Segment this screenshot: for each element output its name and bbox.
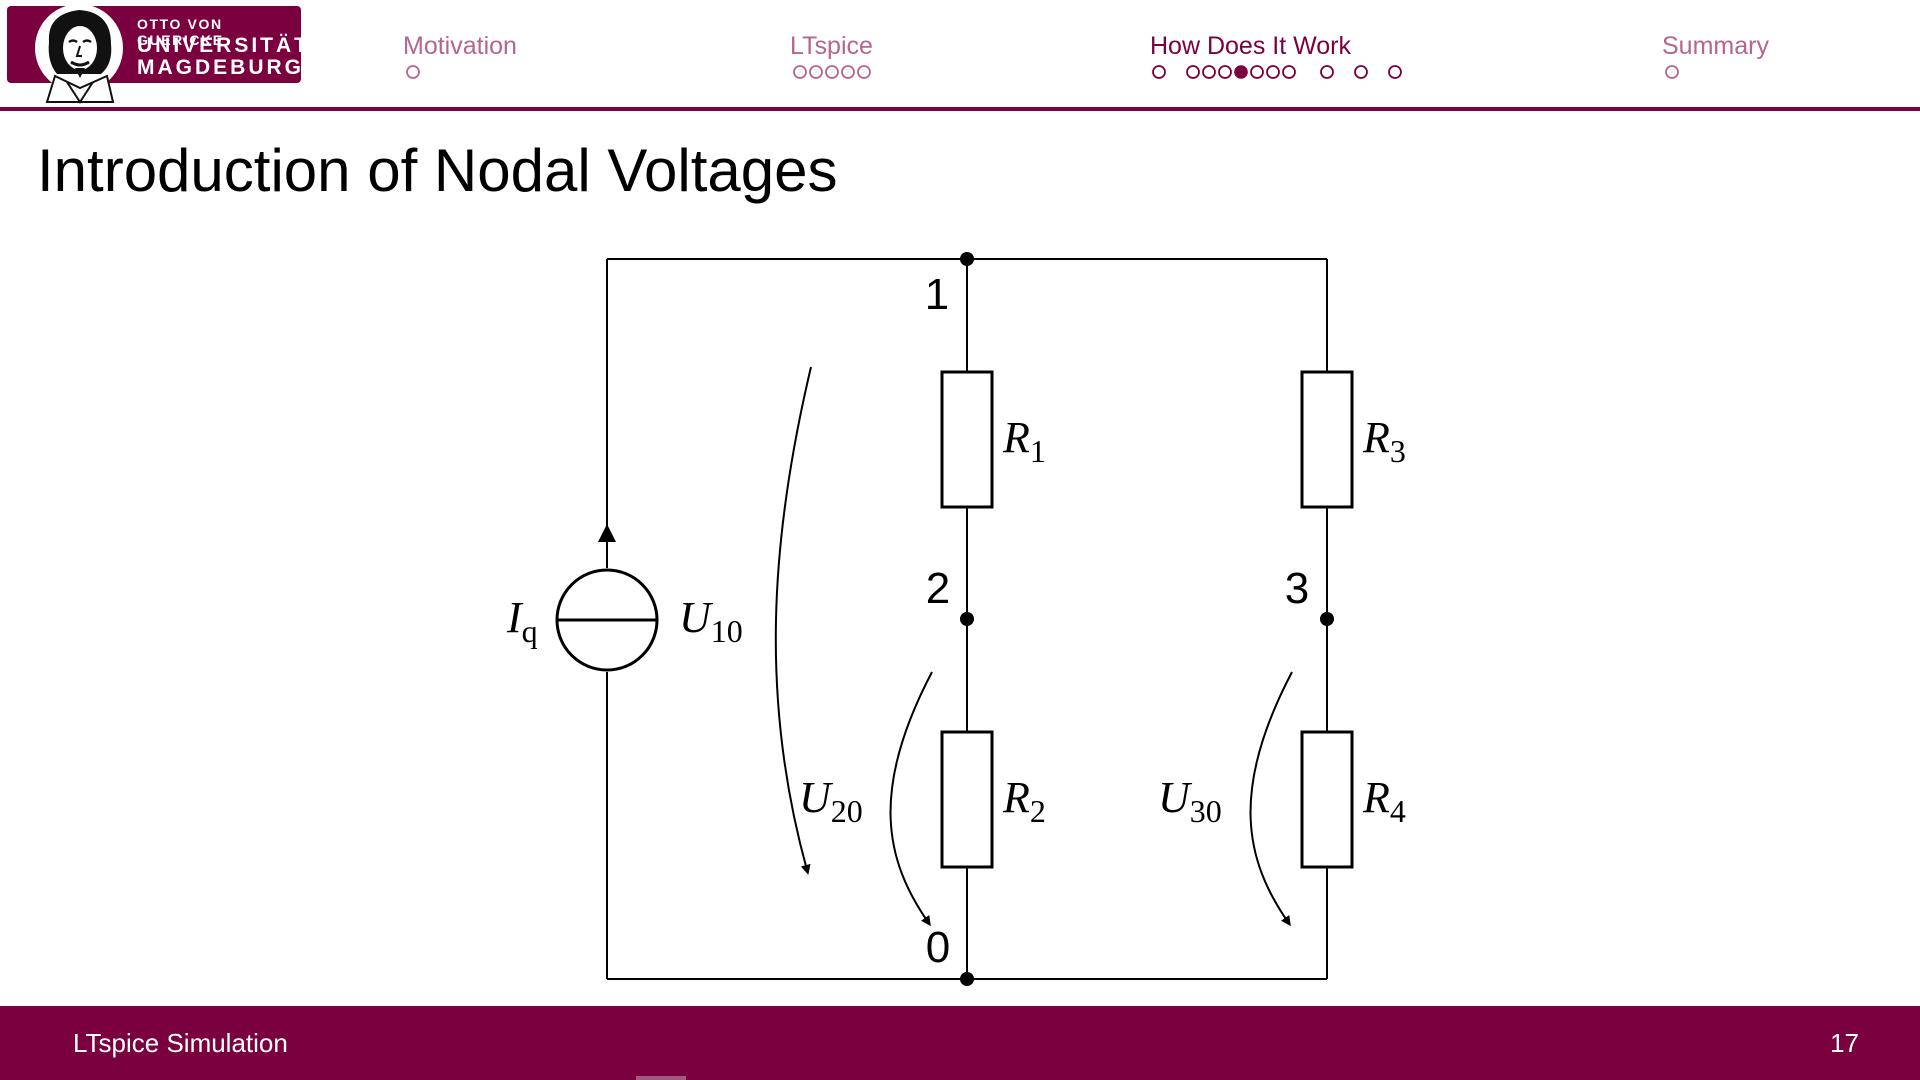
resistor-r4[interactable] bbox=[1300, 730, 1354, 869]
nav-dots-ltspice[interactable] bbox=[792, 64, 876, 80]
voltage-label-u20: U20 bbox=[799, 773, 863, 829]
logo-line-2: UNIVERSITÄT bbox=[137, 34, 311, 57]
node-label-1: 1 bbox=[925, 270, 949, 319]
node-label-0: 0 bbox=[926, 923, 950, 972]
node-dot-3 bbox=[1320, 612, 1334, 626]
resistor-r2[interactable] bbox=[940, 730, 994, 869]
node-dot-2 bbox=[960, 612, 974, 626]
source-current-arrow-icon bbox=[598, 524, 616, 542]
footer-presentation-title: LTspice Simulation bbox=[73, 1028, 288, 1058]
nav-dots-how-does-it-work[interactable] bbox=[1151, 64, 1407, 80]
bottom-progress-mark bbox=[636, 1076, 686, 1080]
university-logo[interactable]: OTTO VON GUERICKE UNIVERSITÄT MAGDEBURG bbox=[7, 4, 307, 104]
resistor-label-r4: R4 bbox=[1362, 773, 1406, 829]
footer: LTspice Simulation 17 bbox=[0, 1006, 1920, 1080]
resistor-label-r1: R1 bbox=[1002, 413, 1046, 469]
nav-dots-motivation[interactable] bbox=[405, 64, 421, 80]
node-dot-0 bbox=[960, 972, 974, 986]
nav-section-ltspice[interactable]: LTspice bbox=[790, 32, 873, 60]
header-divider bbox=[0, 107, 1920, 111]
nav-section-summary[interactable]: Summary bbox=[1662, 32, 1769, 60]
voltage-arrow-u20 bbox=[889, 671, 933, 927]
guericke-portrait-icon bbox=[35, 4, 123, 104]
node-dot-1 bbox=[960, 252, 974, 266]
nav-section-how-does-it-work[interactable]: How Does It Work bbox=[1150, 32, 1351, 60]
resistor-label-r3: R3 bbox=[1362, 413, 1406, 469]
footer-page-number: 17 bbox=[1830, 1028, 1859, 1058]
source-label-iq: Iq bbox=[506, 593, 538, 649]
node-label-3: 3 bbox=[1285, 564, 1309, 613]
resistor-r3[interactable] bbox=[1300, 370, 1354, 509]
slide-title: Introduction of Nodal Voltages bbox=[37, 137, 838, 204]
voltage-label-u30: U30 bbox=[1158, 773, 1222, 829]
voltage-arrow-u30 bbox=[1249, 671, 1293, 927]
voltage-label-u10: U10 bbox=[679, 593, 743, 649]
node-label-2: 2 bbox=[926, 564, 950, 613]
current-source-iq[interactable] bbox=[555, 568, 659, 672]
voltage-arrow-u10 bbox=[774, 366, 812, 875]
nav-dots-summary[interactable] bbox=[1664, 64, 1680, 80]
resistor-label-r2: R2 bbox=[1002, 773, 1046, 829]
header: OTTO VON GUERICKE UNIVERSITÄT MAGDEBURG … bbox=[0, 0, 1920, 111]
logo-line-3: MAGDEBURG bbox=[137, 56, 304, 79]
nav-section-motivation[interactable]: Motivation bbox=[403, 32, 517, 60]
resistor-r1[interactable] bbox=[940, 370, 994, 509]
logo-line-1: OTTO VON GUERICKE bbox=[137, 16, 224, 48]
